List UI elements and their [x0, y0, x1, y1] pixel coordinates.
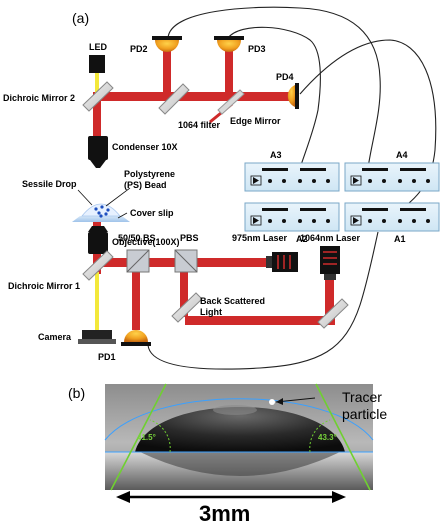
droplet-photo: [104, 383, 374, 491]
led-beam: [95, 72, 99, 96]
pd4-label: PD4: [276, 72, 294, 82]
drop-pointer: [77, 189, 93, 206]
beam-splitter-5050: [126, 249, 150, 273]
dichroic-mirror-2: [82, 81, 114, 112]
laser-1064-label: 1064nm Laser: [300, 233, 361, 243]
amplifier-a2: [244, 202, 340, 232]
scale-bar: [116, 491, 346, 503]
bead-label-line2: (PS) Bead: [124, 180, 167, 190]
tracer-label-line1: Tracer: [342, 389, 382, 405]
condenser-label: Condenser 10X: [112, 142, 178, 152]
dichroic-mirror-1-label: Dichroic Mirror 1: [8, 281, 80, 291]
amplifier-a4: [344, 162, 440, 192]
bs-label: 50/50 BS: [118, 233, 156, 243]
amplifier-a3-label: A3: [270, 150, 282, 160]
dichroic-mirror-2-label: Dichroic Mirror 2: [3, 93, 75, 103]
bead-pointer: [105, 187, 131, 207]
amplifier-a4-label: A4: [396, 150, 408, 160]
scale-bar-label: 3mm: [199, 501, 250, 525]
panel-a-label: (a): [72, 10, 89, 26]
filter-1064-label: 1064 filter: [178, 120, 221, 130]
pbs-cube: [174, 249, 198, 273]
sessile-drop-sample: [72, 203, 130, 222]
amplifier-a2-label: A2: [296, 234, 308, 244]
sessile-drop-label: Sessile Drop: [22, 179, 77, 189]
cover-slip-label: Cover slip: [130, 208, 174, 218]
angle-right-label: 43.3°: [318, 433, 337, 442]
pd3-label: PD3: [248, 44, 266, 54]
pd1-detector: [121, 330, 151, 346]
laser-1064: [320, 246, 340, 280]
tracer-label-line2: particle: [342, 406, 387, 422]
pd3-detector: [214, 36, 244, 52]
pd4-detector: [287, 83, 299, 109]
laser-975: [266, 252, 298, 272]
condenser: [88, 136, 108, 168]
objective-label: Objective(100X): [112, 237, 180, 247]
dichroic-mirror-1: [82, 250, 114, 281]
led-label: LED: [89, 42, 108, 52]
signal-cables: [147, 6, 437, 370]
objective: [88, 226, 108, 254]
angle-left-label: 41.5°: [137, 433, 156, 442]
mirror-lower-left: [171, 292, 203, 323]
cover-slip-pointer: [117, 212, 128, 219]
backscatter-label-line2: Light: [200, 307, 222, 317]
camera-label: Camera: [38, 332, 72, 342]
pd2-label: PD2: [130, 44, 148, 54]
camera: [78, 330, 116, 344]
panel-b-label: (b): [68, 385, 85, 401]
backscatter-label-line1: Back Scattered: [200, 296, 265, 306]
led-body: [89, 55, 105, 73]
pbs-label: PBS: [180, 233, 199, 243]
amplifier-a1: [344, 202, 440, 232]
amplifier-a3: [244, 162, 340, 192]
edge-mirror: [217, 89, 245, 115]
amplifier-a1-label: A1: [394, 234, 406, 244]
laser-975-label: 975nm Laser: [232, 233, 288, 243]
pd1-label: PD1: [98, 352, 116, 362]
bead-label-line1: Polystyrene: [124, 169, 175, 179]
edge-mirror-label: Edge Mirror: [230, 116, 281, 126]
camera-beam: [95, 272, 99, 330]
tracer-pointer-head: [276, 398, 283, 405]
pd2-detector: [152, 36, 182, 52]
filter-1064: [158, 83, 190, 115]
mirror-lower-right: [317, 298, 349, 329]
